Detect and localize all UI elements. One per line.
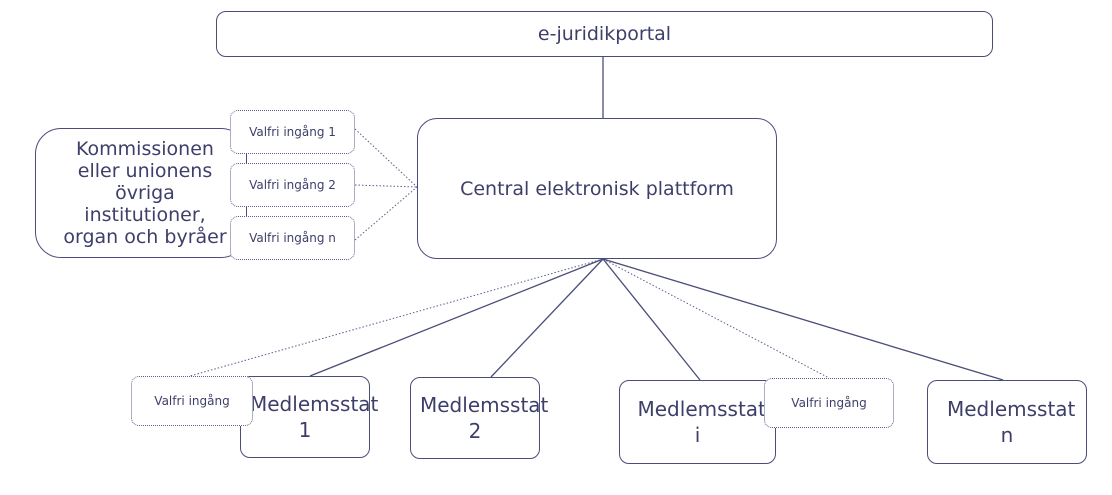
connector-central-member-2 <box>490 258 604 378</box>
connector-central-optional-1 <box>189 258 604 377</box>
member-state-n-label: Medlemsstat n <box>947 397 1076 447</box>
connector-central-member-1 <box>309 258 604 377</box>
connector-central-member-n <box>602 258 1004 381</box>
member-state-n: Medlemsstat n <box>927 380 1087 464</box>
connector-entry-1-central <box>354 128 418 188</box>
portal-box: e-juridikportal <box>216 11 993 57</box>
member-state-2: Medlemsstat 2 <box>410 377 549 459</box>
connector-entry-2-central <box>354 184 418 188</box>
entry-point-n-label: Valfri ingång n <box>249 231 336 245</box>
member-state-1: Medlemsstat 1 <box>240 376 379 458</box>
optional-entry-2-label: Valfri ingång <box>791 396 867 410</box>
central-platform-box: Central elektronisk plattform <box>417 118 777 259</box>
optional-entry-1-label: Valfri ingång <box>154 394 230 408</box>
connector-central-member-i <box>602 258 701 381</box>
member-state-2-label: Medlemsstat 2 <box>420 393 549 443</box>
commission-label: Kommissionen eller unionens övriga insti… <box>63 138 227 248</box>
central-platform-label: Central elektronisk plattform <box>460 177 734 200</box>
entry-point-1-label: Valfri ingång 1 <box>249 125 336 139</box>
entry-point-2: Valfri ingång 2 <box>230 163 355 207</box>
member-state-i: Medlemsstat i <box>619 380 776 464</box>
member-state-1-label: Medlemsstat 1 <box>250 392 379 442</box>
entry-point-n: Valfri ingång n <box>230 216 355 260</box>
connector-entry-n-central <box>354 186 418 241</box>
optional-entry-2: Valfri ingång <box>764 378 894 428</box>
entry-point-1: Valfri ingång 1 <box>230 110 355 154</box>
commission-box: Kommissionen eller unionens övriga insti… <box>35 128 247 258</box>
portal-label: e-juridikportal <box>537 23 672 45</box>
optional-entry-1: Valfri ingång <box>131 376 253 426</box>
member-state-i-label: Medlemsstat i <box>637 397 766 447</box>
entry-point-2-label: Valfri ingång 2 <box>249 178 336 192</box>
connector-central-optional-2 <box>602 258 830 379</box>
